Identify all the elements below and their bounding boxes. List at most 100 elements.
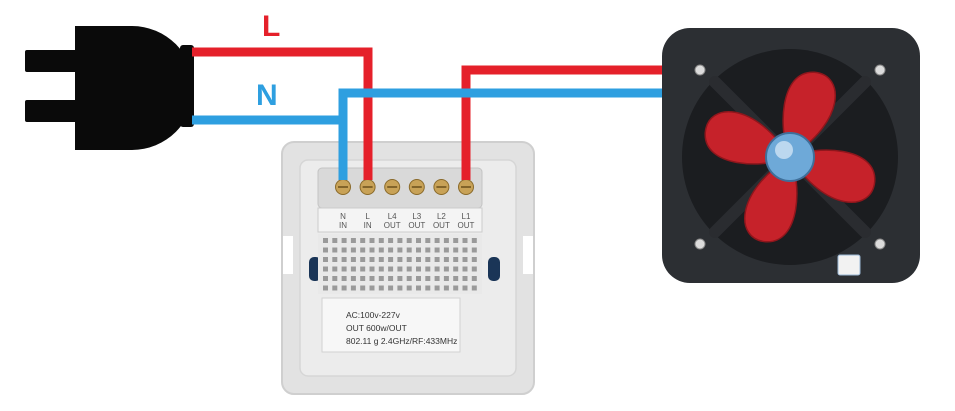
vent-hole (397, 257, 403, 262)
vent-hole (388, 266, 394, 272)
vent-hole (462, 276, 468, 281)
vent-hole (378, 266, 384, 272)
vent-hole (443, 285, 449, 291)
terminal-label-top: L1 (462, 212, 471, 221)
terminal-label-bottom: IN (364, 221, 372, 230)
vent-hole (416, 238, 421, 243)
vent-hole (453, 276, 459, 281)
vent-hole (369, 247, 375, 253)
vent-hole (406, 285, 412, 291)
vent-hole (425, 257, 431, 262)
spec-line-power: OUT 600w/OUT (346, 323, 407, 333)
vent-hole (378, 257, 384, 262)
vent-hole (378, 276, 384, 281)
live-wire-to-fan (461, 65, 662, 180)
vent-hole (453, 257, 459, 262)
vent-hole (425, 266, 431, 272)
vent-hole (360, 257, 366, 262)
exhaust-fan (662, 28, 920, 283)
terminal-label-top: N (340, 212, 346, 221)
vent-hole (378, 285, 384, 291)
vent-hole (443, 247, 449, 253)
vent-hole (360, 247, 366, 253)
vent-hole (332, 238, 338, 243)
vent-hole (406, 247, 412, 253)
fan-screw-bl (694, 238, 706, 250)
vent-hole (416, 276, 421, 281)
fan-hub (765, 132, 815, 182)
spec-line-voltage: AC:100v-227v (346, 310, 401, 320)
vent-hole (397, 238, 403, 243)
terminal-label-top: L2 (437, 212, 446, 221)
vent-hole (471, 238, 477, 243)
terminal-label-strip (317, 207, 483, 233)
vent-hole (471, 247, 477, 253)
vent-hole (397, 285, 403, 291)
vent-hole (360, 266, 366, 272)
vent-hole (341, 276, 347, 281)
vent-hole (471, 285, 477, 291)
vent-area (318, 234, 482, 294)
vent-hole (462, 266, 468, 272)
vent-hole (397, 266, 403, 272)
live-wire-input (192, 47, 373, 180)
vent-hole (453, 247, 459, 253)
vent-hole (323, 266, 328, 272)
spec-line-radio: 802.11 g 2.4GHz/RF:433MHz (346, 336, 457, 346)
vent-hole (462, 247, 468, 253)
vent-hole (350, 247, 356, 253)
vent-hole (369, 257, 375, 262)
vent-grid (323, 238, 477, 291)
vent-hole (323, 238, 328, 243)
certification-sticker-icon (837, 254, 861, 276)
terminal-label-top: L (365, 212, 370, 221)
vent-hole (323, 247, 328, 253)
vent-hole (416, 247, 421, 253)
fan-hub-highlight (775, 141, 793, 159)
fan-screw-tl (694, 64, 706, 76)
power-plug-icon (25, 26, 194, 150)
vent-hole (471, 276, 477, 281)
vent-hole (434, 247, 440, 253)
vent-hole (388, 247, 394, 253)
vent-hole (388, 238, 394, 243)
spec-label-sticker (321, 297, 461, 353)
plug-prong-bottom (25, 100, 85, 122)
plug-body (75, 26, 194, 150)
vent-hole (388, 257, 394, 262)
vent-hole (443, 257, 449, 262)
terminal-label-bottom: IN (339, 221, 347, 230)
vent-hole (350, 257, 356, 262)
live-wire-label: L (262, 10, 280, 43)
vent-hole (369, 266, 375, 272)
vent-hole (341, 247, 347, 253)
vent-hole (471, 257, 477, 262)
vent-hole (323, 285, 328, 291)
vent-hole (406, 276, 412, 281)
vent-hole (360, 285, 366, 291)
vent-hole (332, 285, 338, 291)
vent-hole (332, 266, 338, 272)
vent-hole (425, 276, 431, 281)
vent-hole (332, 257, 338, 262)
vent-hole (341, 238, 347, 243)
neutral-wire-to-fan (338, 88, 662, 120)
vent-hole (369, 276, 375, 281)
vent-hole (350, 276, 356, 281)
vent-hole (350, 238, 356, 243)
terminal-label-bottom: OUT (408, 221, 425, 230)
vent-hole (434, 238, 440, 243)
switch-notch-right (523, 236, 533, 274)
vent-hole (332, 276, 338, 281)
terminal-label-top: L4 (388, 212, 397, 221)
fan-screw-tr (874, 64, 886, 76)
vent-hole (443, 266, 449, 272)
vent-hole (406, 266, 412, 272)
vent-hole (425, 238, 431, 243)
vent-hole (360, 238, 366, 243)
vent-hole (388, 285, 394, 291)
